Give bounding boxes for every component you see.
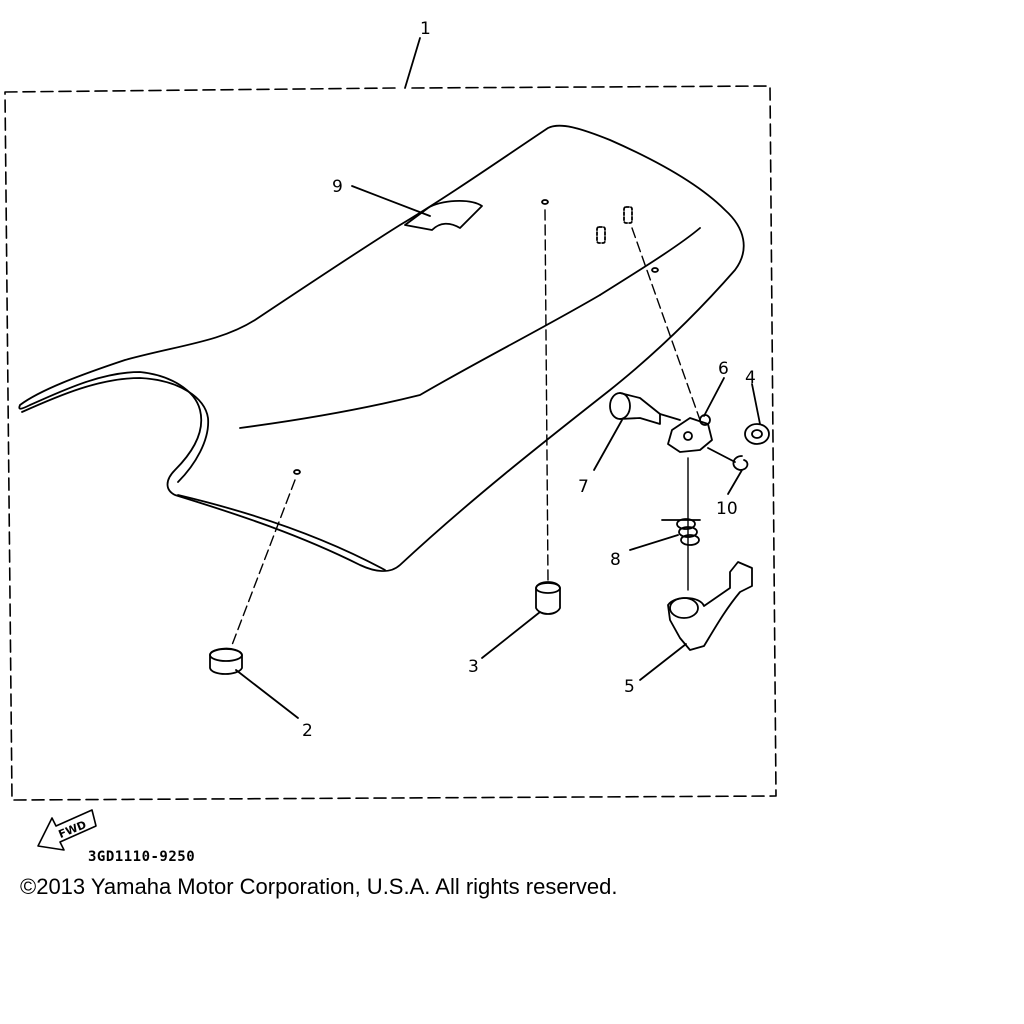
callout-3: 3 — [468, 657, 479, 677]
leader-2 — [235, 669, 299, 719]
seat-strap — [404, 200, 483, 231]
assembly-line-6 — [631, 227, 701, 421]
assembly-line-2 — [231, 479, 296, 646]
callout-10: 10 — [716, 499, 738, 519]
leader-8 — [629, 534, 679, 551]
leader-9 — [351, 185, 431, 217]
leader-4 — [751, 383, 761, 425]
hole-front — [293, 469, 301, 475]
damper-2 — [209, 647, 243, 675]
clip-10 — [732, 455, 749, 471]
assembly-boundary — [4, 85, 777, 801]
copyright-notice: ©2013 Yamaha Motor Corporation, U.S.A. A… — [20, 874, 618, 899]
callout-6: 6 — [718, 359, 729, 379]
grommet-4 — [744, 423, 770, 445]
leader-1 — [404, 37, 421, 89]
leader-3 — [481, 611, 541, 659]
slot-a — [596, 226, 606, 244]
damper-3 — [535, 581, 561, 615]
hole-center — [541, 199, 549, 205]
callout-9: 9 — [332, 177, 343, 197]
leader-5 — [639, 643, 687, 681]
fwd-arrow-icon — [37, 809, 97, 851]
slot-b — [623, 206, 633, 224]
seat-inner-edge — [21, 377, 209, 483]
pin-to-clip — [707, 447, 736, 463]
leader-6 — [703, 377, 725, 417]
part-code: 3GD1110-9250 — [88, 849, 196, 865]
callout-8: 8 — [610, 550, 621, 570]
lever-5 — [667, 561, 753, 651]
callout-2: 2 — [302, 721, 313, 741]
seat-outline — [18, 124, 745, 572]
callout-5: 5 — [624, 677, 635, 697]
seat — [18, 124, 745, 572]
spring-8 — [676, 518, 700, 546]
lock-bracket-6 — [667, 414, 713, 453]
leader-10 — [727, 469, 743, 495]
hole-rear — [651, 267, 659, 273]
bolt-7 — [609, 392, 681, 425]
callout-7: 7 — [578, 477, 589, 497]
callout-1: 1 — [420, 19, 431, 39]
fwd-arrow-label: FWD — [57, 818, 89, 841]
seat-bottom-line — [177, 494, 386, 571]
callout-4: 4 — [745, 368, 756, 388]
seat-rib-rear — [599, 227, 701, 296]
leader-7 — [593, 419, 623, 471]
assembly-line-3 — [544, 209, 549, 581]
